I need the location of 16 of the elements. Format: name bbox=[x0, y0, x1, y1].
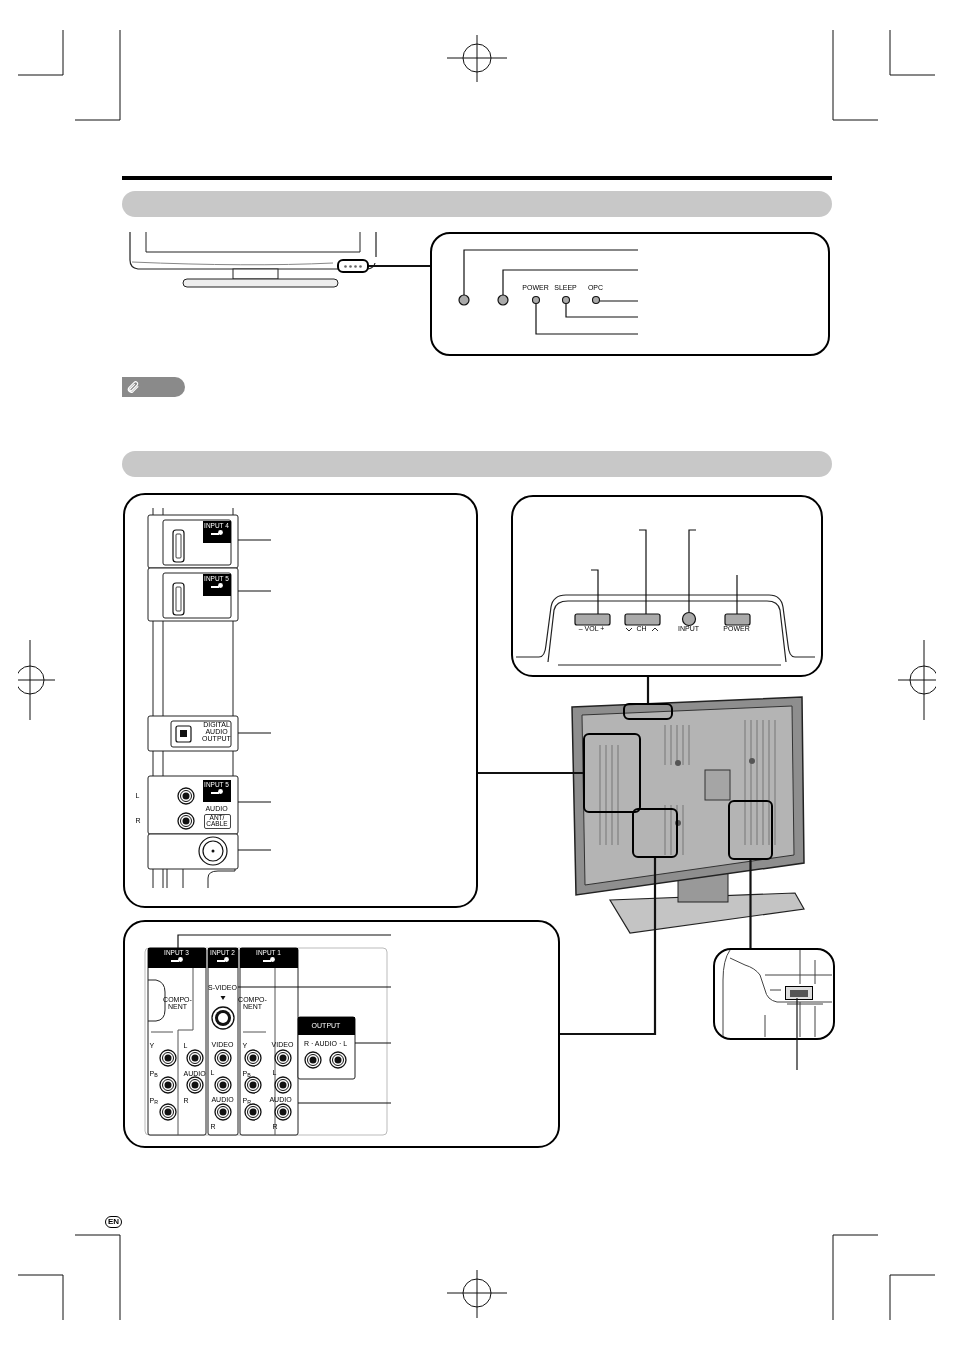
highlight-frame bbox=[632, 808, 678, 858]
connector-line bbox=[369, 264, 430, 268]
indicator-callout-panel bbox=[430, 232, 830, 356]
leader-line bbox=[796, 997, 798, 1071]
terminal-callout-panel bbox=[123, 920, 560, 1148]
connector-line bbox=[646, 677, 650, 703]
terminal-callout-panel bbox=[123, 493, 478, 908]
highlight-frame bbox=[623, 703, 673, 720]
highlight-frame bbox=[583, 733, 641, 813]
connector-line bbox=[749, 860, 752, 948]
control-callout-panel bbox=[511, 495, 823, 677]
highlight-frame bbox=[337, 259, 369, 273]
ac-inlet-socket bbox=[785, 986, 813, 1000]
highlight-frame bbox=[728, 800, 773, 860]
connector-line bbox=[560, 858, 657, 1036]
connector-line bbox=[478, 771, 583, 775]
